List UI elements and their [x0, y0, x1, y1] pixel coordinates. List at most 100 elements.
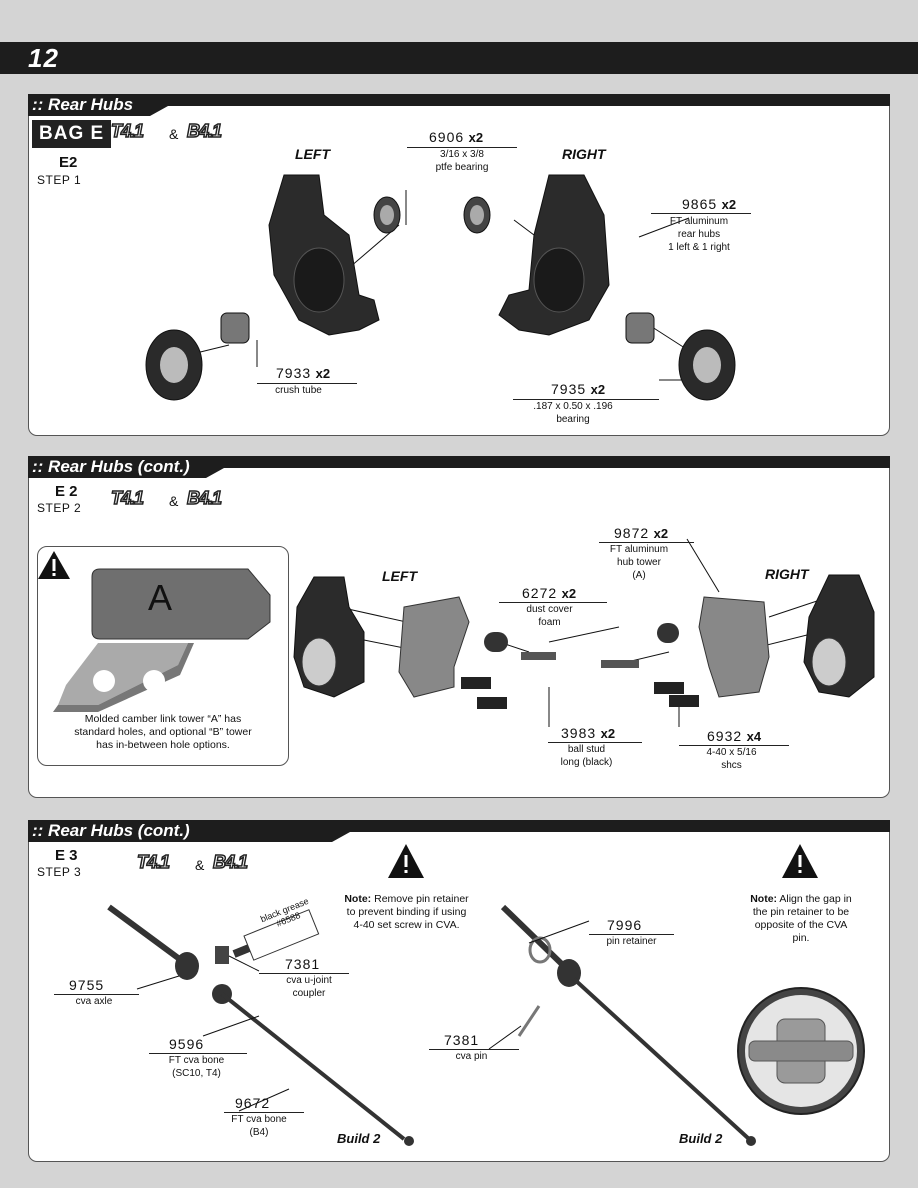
t41-logo: T4.1 [136, 851, 171, 873]
right-label: RIGHT [765, 566, 809, 582]
part-number-7381: 7381 [285, 956, 321, 972]
part-callout-7933: 7933 x2 [276, 365, 330, 383]
callout-underline [429, 1049, 519, 1050]
part-number: 6272 [522, 585, 558, 601]
page-number: 12 [28, 43, 59, 73]
callout-underline [599, 542, 694, 543]
part-qty: x2 [721, 197, 737, 212]
callout-underline [513, 399, 659, 400]
t41-logo: T4.1 [110, 487, 145, 509]
callout-underline [407, 147, 517, 148]
camber-tower-note: A Molded camber link tower “A” has stand… [37, 546, 289, 766]
callout-underline [259, 973, 349, 974]
callout-underline [499, 602, 607, 603]
ampersand: & [169, 493, 179, 509]
part-description: .187 x 0.50 x .196 bearing [533, 401, 613, 425]
part-qty: x2 [653, 526, 669, 541]
part-number-7381-pin: 7381 [444, 1032, 480, 1048]
part-callout-3983: 3983 x2 [561, 725, 615, 743]
part-description: FT aluminum rear hubs 1 left & 1 right [668, 216, 730, 253]
bag-label: BAG E [32, 120, 112, 148]
part-number: 7933 [276, 365, 312, 381]
part-description: crush tube [275, 385, 322, 396]
part-description: FT aluminum hub tower (A) [609, 544, 669, 581]
callout-underline [589, 934, 674, 935]
note-remove-pin-retainer: Note: Remove pin retainer to prevent bin… [344, 893, 469, 931]
step-code: E 2 [55, 483, 78, 500]
part-description: cva u-joint coupler [286, 975, 332, 999]
callout-underline [54, 994, 139, 995]
part-number: 9872 [614, 525, 650, 541]
note-text: Molded camber link tower “A” has standar… [74, 713, 252, 751]
part-number-9596: 9596 [169, 1036, 205, 1052]
part-callout-9872: 9872 x2 [614, 525, 668, 543]
part-description: pin retainer [606, 936, 657, 947]
part-qty: x2 [561, 586, 577, 601]
step-code: E2 [59, 154, 78, 171]
part-qty: x2 [315, 366, 331, 381]
part-description: ball stud long (black) [560, 744, 613, 768]
left-label: LEFT [295, 146, 330, 162]
step-label: STEP 3 [37, 865, 82, 879]
tower-letter: A [148, 577, 173, 618]
rear-hub-exploded-illustration [145, 174, 736, 401]
hub-tower-exploded-illustration [293, 538, 875, 727]
part-description: dust cover foam [526, 604, 573, 628]
b41-logo: B4.1 [186, 487, 223, 509]
build-label-left: Build 2 [337, 1131, 381, 1146]
section-header: :: Rear Hubs [28, 94, 890, 116]
callout-underline [548, 742, 642, 743]
callout-underline [651, 213, 751, 214]
b41-logo: B4.1 [212, 851, 249, 873]
part-callout-6906: 6906 x2 [429, 129, 483, 147]
section-rear-hubs-cont-2: :: Rear Hubs (cont.) E 3 STEP 3 T4.1 & B… [28, 820, 890, 1162]
part-number: 6906 [429, 129, 465, 145]
part-number-9755: 9755 [69, 977, 105, 993]
part-description: cva axle [75, 996, 113, 1007]
part-callout-6932: 6932 x4 [707, 728, 761, 746]
ampersand: & [195, 857, 205, 873]
part-number: 7935 [551, 381, 587, 397]
part-callout-6272: 6272 x2 [522, 585, 576, 603]
section-title: :: Rear Hubs [32, 95, 134, 114]
part-callout-9865: 9865 x2 [682, 196, 736, 214]
callout-underline [224, 1112, 304, 1113]
cva-axle-illustration [107, 844, 865, 1146]
part-description: FT cva bone (B4) [231, 1114, 287, 1138]
section-rear-hubs-cont-1: :: Rear Hubs (cont.) E 2 STEP 2 T4.1 & B… [28, 456, 890, 798]
part-qty: x2 [600, 726, 616, 741]
section-header: :: Rear Hubs (cont.) [28, 456, 890, 478]
callout-underline [679, 745, 789, 746]
page-header-bar [0, 42, 918, 74]
b41-logo: B4.1 [186, 120, 223, 142]
part-number-7996: 7996 [607, 917, 643, 933]
note-align-gap: Note: Align the gap in the pin retainer … [750, 893, 852, 944]
section-title: :: Rear Hubs (cont.) [32, 821, 190, 840]
step-label: STEP 2 [37, 501, 82, 515]
right-label: RIGHT [562, 146, 606, 162]
part-callout-7935: 7935 x2 [551, 381, 605, 399]
part-description: cva pin [455, 1051, 488, 1062]
section-title: :: Rear Hubs (cont.) [32, 457, 190, 476]
build-label-right: Build 2 [679, 1131, 723, 1146]
part-qty: x4 [746, 729, 762, 744]
part-description: 3/16 x 3/8 ptfe bearing [435, 149, 489, 173]
ampersand: & [169, 126, 179, 142]
callout-underline [257, 383, 357, 384]
section-rear-hubs: :: Rear Hubs BAG E T4.1 & B4.1 E2 STEP 1… [28, 94, 890, 436]
part-description: FT cva bone (SC10, T4) [168, 1055, 225, 1079]
camber-tower-illustration [38, 551, 271, 712]
section-header: :: Rear Hubs (cont.) [28, 820, 890, 842]
t41-logo: T4.1 [110, 120, 145, 142]
part-number-9672: 9672 [235, 1095, 271, 1111]
step-code: E 3 [55, 847, 78, 864]
part-qty: x2 [590, 382, 606, 397]
left-label: LEFT [382, 568, 417, 584]
part-qty: x2 [468, 130, 484, 145]
callout-underline [149, 1053, 247, 1054]
part-number: 9865 [682, 196, 718, 212]
part-number: 3983 [561, 725, 597, 741]
part-number: 6932 [707, 728, 743, 744]
step-label: STEP 1 [37, 173, 82, 187]
part-description: 4-40 x 5/16 shcs [706, 747, 757, 771]
